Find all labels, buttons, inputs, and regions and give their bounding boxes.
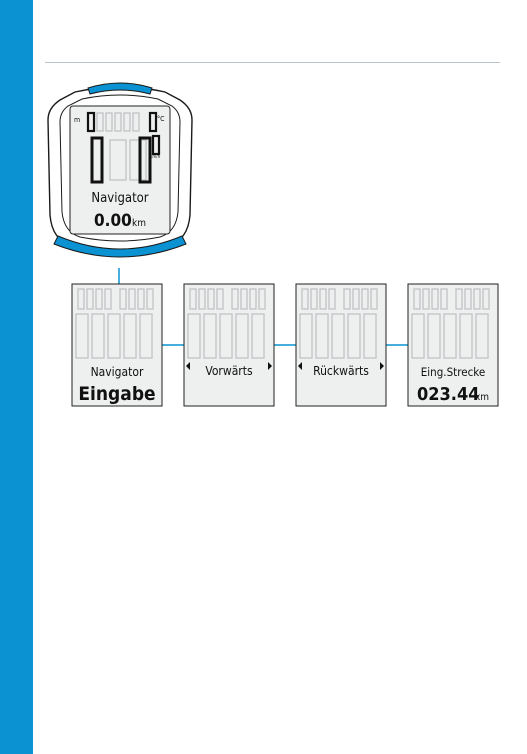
device-unit-m: m (74, 116, 80, 124)
screen-1-line1: Navigator (91, 365, 144, 379)
device-speed-unit: km/h (150, 154, 161, 160)
screen-3-line1: Rückwärts (313, 364, 369, 378)
screen-4-line2: 023.44 (417, 384, 480, 405)
device-distance-unit: km (132, 218, 146, 229)
screen-4-line1: Eing.Strecke (421, 365, 485, 379)
bike-computer-device: m °C km/h Navigator 0.00 km (48, 83, 192, 257)
screen-2-line1: Vorwärts (205, 364, 253, 378)
lcd-screen-4: Eing.Strecke 023.44 km (408, 284, 498, 406)
device-distance-value: 0.00 (94, 211, 132, 231)
device-temp-unit: °C (157, 115, 165, 123)
screen-1-line2: Eingabe (78, 383, 155, 405)
lcd-screen-1: Navigator Eingabe (72, 284, 162, 406)
device-mode-label: Navigator (91, 191, 148, 206)
screen-4-unit: km (475, 392, 489, 403)
lcd-screen-2: Vorwärts (184, 284, 274, 406)
lcd-screen-3: Rückwärts (296, 284, 386, 406)
